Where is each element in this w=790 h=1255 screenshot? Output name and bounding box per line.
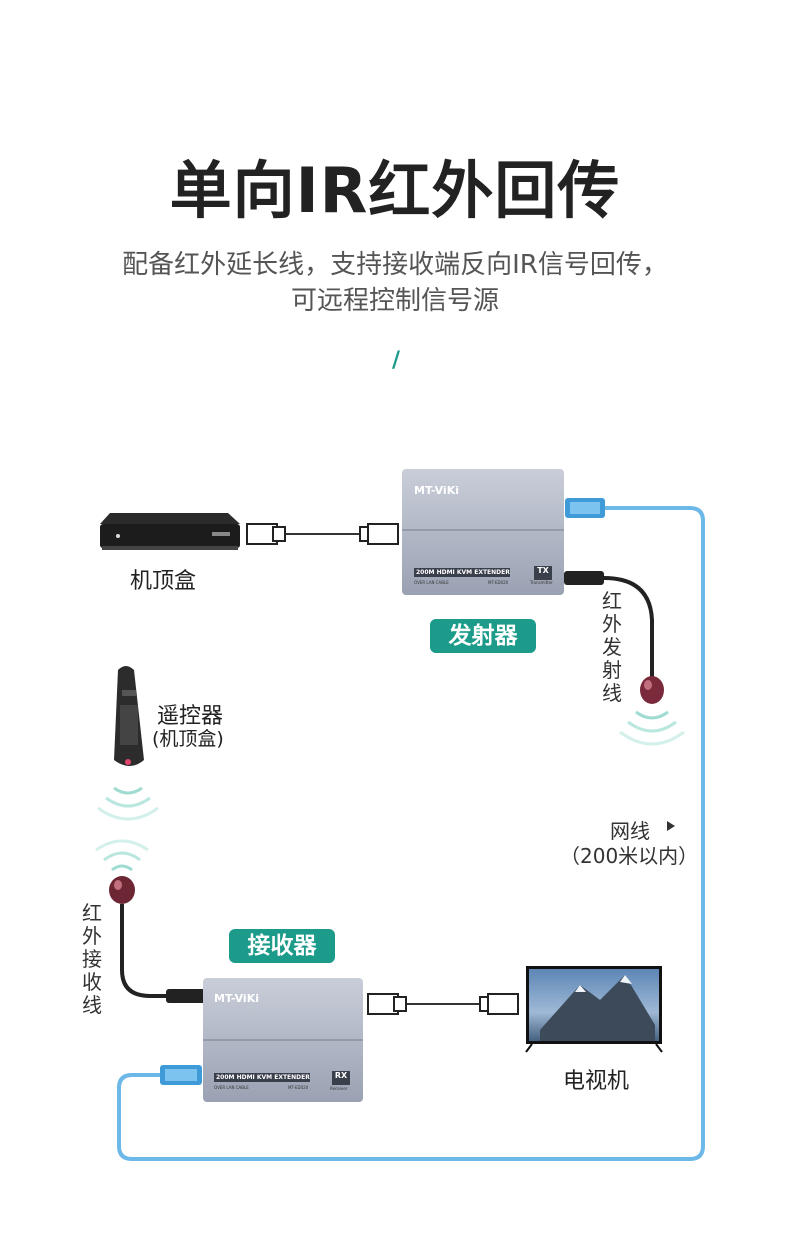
- divider-mark: /: [391, 348, 401, 373]
- rx-extender-box: [203, 978, 363, 1102]
- rx-badge: RX: [334, 1071, 348, 1080]
- remote-label: 遥控器: [157, 704, 224, 729]
- tx-panel-small-right: MT-ED020: [488, 580, 509, 585]
- hdmi-cable-rx: [367, 993, 519, 1015]
- rx-panel-label: 200M HDMI KVM EXTENDER: [216, 1074, 310, 1081]
- network-arrow-icon: [667, 821, 675, 831]
- network-sublabel: （200米以内）: [560, 844, 699, 868]
- subtitle-line-2: 可远程控制信号源: [290, 286, 499, 316]
- tx-panel-label: 200M HDMI KVM EXTENDER: [416, 569, 510, 576]
- rx-badge-small: Receiver: [330, 1086, 348, 1091]
- tx-brand: MT-ViKi: [414, 484, 459, 497]
- page-title: 单向IR红外回传: [169, 154, 621, 227]
- network-label: 网线: [610, 819, 650, 843]
- subtitle-line-1: 配备红外延长线，支持接收端反向IR信号回传，: [122, 250, 668, 280]
- tv-label: 电视机: [563, 1069, 630, 1094]
- ir-transmit-cable: [564, 571, 685, 746]
- tx-badge-small: Transmitter: [530, 580, 553, 585]
- tx-tag: 发射器: [430, 619, 536, 653]
- network-cable: [117, 506, 705, 1161]
- rx-tag: 接收器: [229, 929, 335, 963]
- tv-illustration: [525, 966, 663, 1053]
- rx-brand: MT-ViKi: [214, 992, 259, 1005]
- remote-sublabel: (机顶盒): [152, 728, 224, 750]
- remote-control-illustration: [97, 666, 159, 821]
- rx-panel-small-left: OVER LAN CABLE: [214, 1085, 249, 1090]
- tx-badge: TX: [537, 566, 549, 575]
- settop-box-label: 机顶盒: [130, 569, 197, 594]
- ir-receive-cable: [95, 839, 206, 1003]
- set-top-box-illustration: [100, 513, 240, 550]
- rx-panel-small-right: MT-ED020: [288, 1085, 309, 1090]
- hdmi-cable-tx: [246, 523, 399, 545]
- ir-transmit-label: 红外发射线: [602, 589, 622, 705]
- tx-rj45-connector: [565, 498, 605, 518]
- tx-panel-small-left: OVER LAN CABLE: [414, 580, 449, 585]
- tx-extender-box: [402, 469, 564, 595]
- ir-receive-label: 红外接收线: [82, 901, 102, 1017]
- rx-rj45-connector: [160, 1065, 202, 1085]
